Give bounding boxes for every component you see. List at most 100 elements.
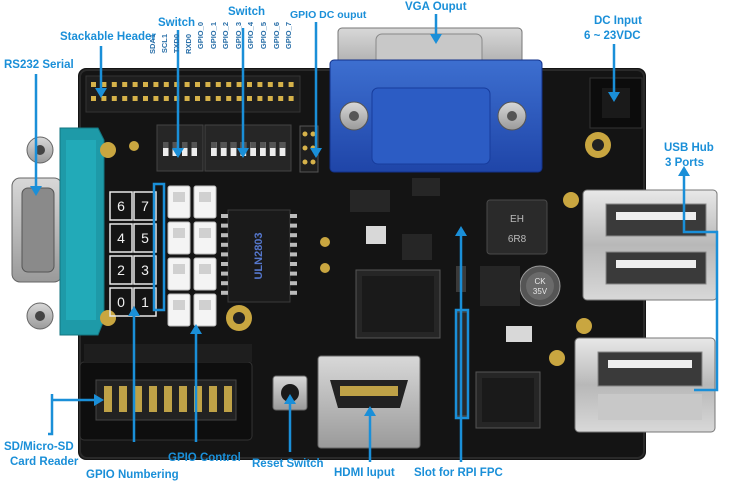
dip-lever (260, 142, 266, 156)
dip-lever (182, 142, 188, 156)
label-usb-hub-2: 3 Ports (665, 157, 704, 169)
gpio-number-cell (133, 191, 157, 221)
dip-lever (191, 142, 197, 156)
sd-pin (194, 386, 202, 412)
gpio-number-cell (133, 223, 157, 253)
chip-pin (221, 252, 228, 257)
chip-pin (221, 262, 228, 266)
header-pin (226, 96, 232, 101)
dc-jack (589, 77, 643, 129)
header-pin (101, 82, 107, 87)
switch-pin-label: SCL1 (160, 34, 169, 54)
mounting-hole (576, 318, 592, 334)
switch-pin-label: GPIO_3 (233, 22, 243, 50)
dip-lever (211, 142, 217, 156)
chip-pin (290, 290, 297, 295)
chip-pin (290, 262, 297, 266)
switch-pin-label: GPIO_0 (196, 22, 205, 50)
label-fpc-slot: Slot for RPI FPC (414, 467, 503, 479)
header-pin (236, 96, 242, 101)
label-switch-gpio: Switch (228, 6, 266, 18)
header-pin (143, 96, 148, 101)
switch-pin-label: GPIO_4 (246, 22, 256, 50)
label-rs232-serial: RS232 Serial (4, 59, 74, 71)
chip-pin (221, 290, 228, 295)
gpio-number-cell (109, 287, 133, 317)
header-pin (226, 82, 232, 87)
label-gpio-dc-output: GPIO DC ouput (290, 9, 367, 21)
header-pin (174, 82, 180, 87)
chip-pin (221, 242, 228, 247)
chip-pin (290, 223, 297, 228)
chip-pin (290, 281, 297, 286)
electrolytic-capacitor: CK 35V (519, 265, 561, 307)
header-pin (184, 82, 190, 87)
hdmi-connector (317, 355, 421, 449)
dip-lever (220, 142, 227, 156)
dip-lever (269, 142, 276, 156)
cap-mark-1: CK (534, 277, 546, 286)
dip-lever (163, 142, 169, 156)
gpio-number-cell (109, 191, 133, 221)
gpio-number: 3 (141, 262, 149, 278)
callout-arrows (30, 34, 690, 416)
header-pin (257, 82, 263, 87)
chip-pin (290, 271, 297, 276)
main-controller-chip (355, 269, 441, 339)
header-pin (153, 96, 159, 101)
header-pin (163, 82, 169, 87)
chip-pin (290, 214, 297, 218)
header-pin (247, 96, 252, 101)
mounting-hole (563, 192, 579, 208)
small-components (129, 141, 532, 342)
header-pin (111, 96, 117, 101)
rs232-connector (11, 127, 116, 336)
sd-pin (104, 386, 112, 412)
label-sd-reader-1: SD/Micro-SD (4, 441, 74, 453)
inductor-mark-top: EH (510, 214, 524, 225)
chip-pin (290, 233, 297, 238)
mounting-hole (549, 350, 565, 366)
header-pin (215, 96, 221, 101)
header-pin (153, 82, 159, 87)
sd-pin (119, 386, 127, 412)
header-pin (288, 82, 294, 87)
header-pin (91, 96, 96, 101)
switch-pin-label: GPIO_1 (208, 22, 218, 50)
gpio-number-cell (109, 223, 133, 253)
gpio-number: 1 (141, 294, 149, 310)
vga-connector (329, 27, 543, 173)
gpio-number-cell (133, 287, 157, 317)
uln2803-label: ULN2803 (253, 232, 265, 279)
usb-port-stack-top (582, 189, 718, 301)
label-gpio-control: GPIO Control (168, 452, 241, 464)
label-dc-input-1: DC Input (594, 15, 642, 27)
power-inductor: EH 6R8 (486, 199, 548, 255)
sd-pin (164, 386, 172, 412)
switch-pin-label: SDA1 (148, 34, 157, 55)
label-sd-reader-2: Card Reader (10, 456, 79, 468)
header-pin (278, 96, 284, 101)
header-pin (174, 96, 180, 101)
sd-pin (179, 386, 187, 412)
label-usb-hub-1: USB Hub (664, 142, 714, 154)
chip-pin (221, 271, 228, 276)
stackable-header (85, 75, 301, 113)
label-switch-serial: Switch (158, 17, 196, 29)
uln2803-chip: ULN2803 (221, 209, 297, 303)
gpio-number: 0 (117, 294, 125, 310)
cap-mark-2: 35V (533, 287, 548, 296)
header-pin (111, 82, 117, 87)
header-pin (205, 82, 211, 87)
header-pin (184, 96, 190, 101)
gpio-number: 5 (141, 230, 149, 246)
sd-pin (134, 386, 142, 412)
header-pin (122, 82, 128, 87)
gpio-number: 4 (117, 230, 125, 246)
header-pin (215, 82, 221, 87)
gpio-number: 6 (117, 198, 125, 214)
switch-pin-label: GPIO_7 (284, 22, 294, 50)
header-pin (163, 96, 169, 101)
gpio-number: 2 (117, 262, 125, 278)
